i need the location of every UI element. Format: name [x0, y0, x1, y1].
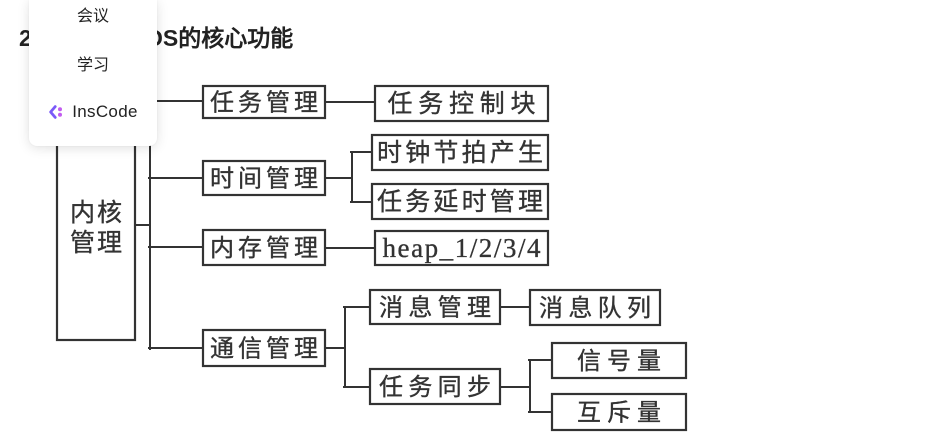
node-task-synchronization: 任务同步: [368, 367, 502, 406]
logo-dot-shape: [58, 112, 63, 117]
node-box: [201, 328, 327, 368]
node-semaphore: 信号量: [550, 341, 688, 380]
logo-chevron-shape: [49, 104, 57, 119]
logo-dot-shape: [58, 106, 63, 111]
node-mutex: 互斥量: [550, 392, 688, 432]
node-heap-schemes: heap_1/2/3/4: [373, 229, 550, 267]
node-task-control-block: 任务控制块: [373, 84, 550, 123]
node-box: [373, 84, 550, 123]
node-label: 信号量: [577, 347, 661, 375]
node-task-delay-management: 任务延时管理: [370, 182, 550, 221]
menu-item-study[interactable]: 学习: [29, 38, 157, 87]
menu-item-label: InsCode: [72, 101, 138, 121]
menu-item-inscode[interactable]: InsCode: [29, 87, 157, 136]
node-label: heap_1/2/3/4: [383, 233, 542, 263]
node-box: [370, 133, 550, 172]
node-box: [550, 341, 688, 380]
node-box: [370, 182, 550, 221]
node-box: [201, 159, 327, 197]
node-box: [550, 392, 688, 432]
menu-item-label: 会议: [76, 7, 109, 25]
node-task-management: 任务管理: [201, 84, 327, 120]
node-label: 互斥量: [577, 399, 661, 427]
section-heading-number: 2: [19, 25, 32, 51]
node-label: 内核: [70, 198, 122, 227]
inscode-logo-icon: [48, 104, 64, 120]
node-memory-management: 内存管理: [201, 228, 327, 267]
node-label: 管理: [70, 228, 122, 257]
nav-dropdown-menu: 会议 学习 InsCode: [29, 0, 157, 146]
menu-item-label: 学习: [76, 56, 109, 74]
node-message-queue: 消息队列: [528, 288, 662, 327]
node-label: 任务控制块: [388, 89, 536, 118]
node-box: [368, 367, 502, 406]
node-box: [201, 228, 327, 267]
node-tick-generation: 时钟节拍产生: [370, 133, 550, 172]
section-heading-title: OS的核心功能: [145, 25, 294, 51]
nav-dropdown-list: 会议 学习 InsCode: [29, 0, 157, 136]
node-communication-management: 通信管理: [201, 328, 327, 368]
node-box: [368, 288, 502, 326]
inscode-logo-graphic: [49, 104, 63, 119]
node-box: [201, 84, 327, 120]
menu-item-meeting[interactable]: 会议: [29, 0, 157, 38]
diagram-connectors: [134, 99, 553, 413]
node-message-management: 消息管理: [368, 288, 502, 326]
node-box: [373, 229, 550, 267]
node-time-management: 时间管理: [201, 159, 327, 197]
node-box: [528, 288, 662, 327]
